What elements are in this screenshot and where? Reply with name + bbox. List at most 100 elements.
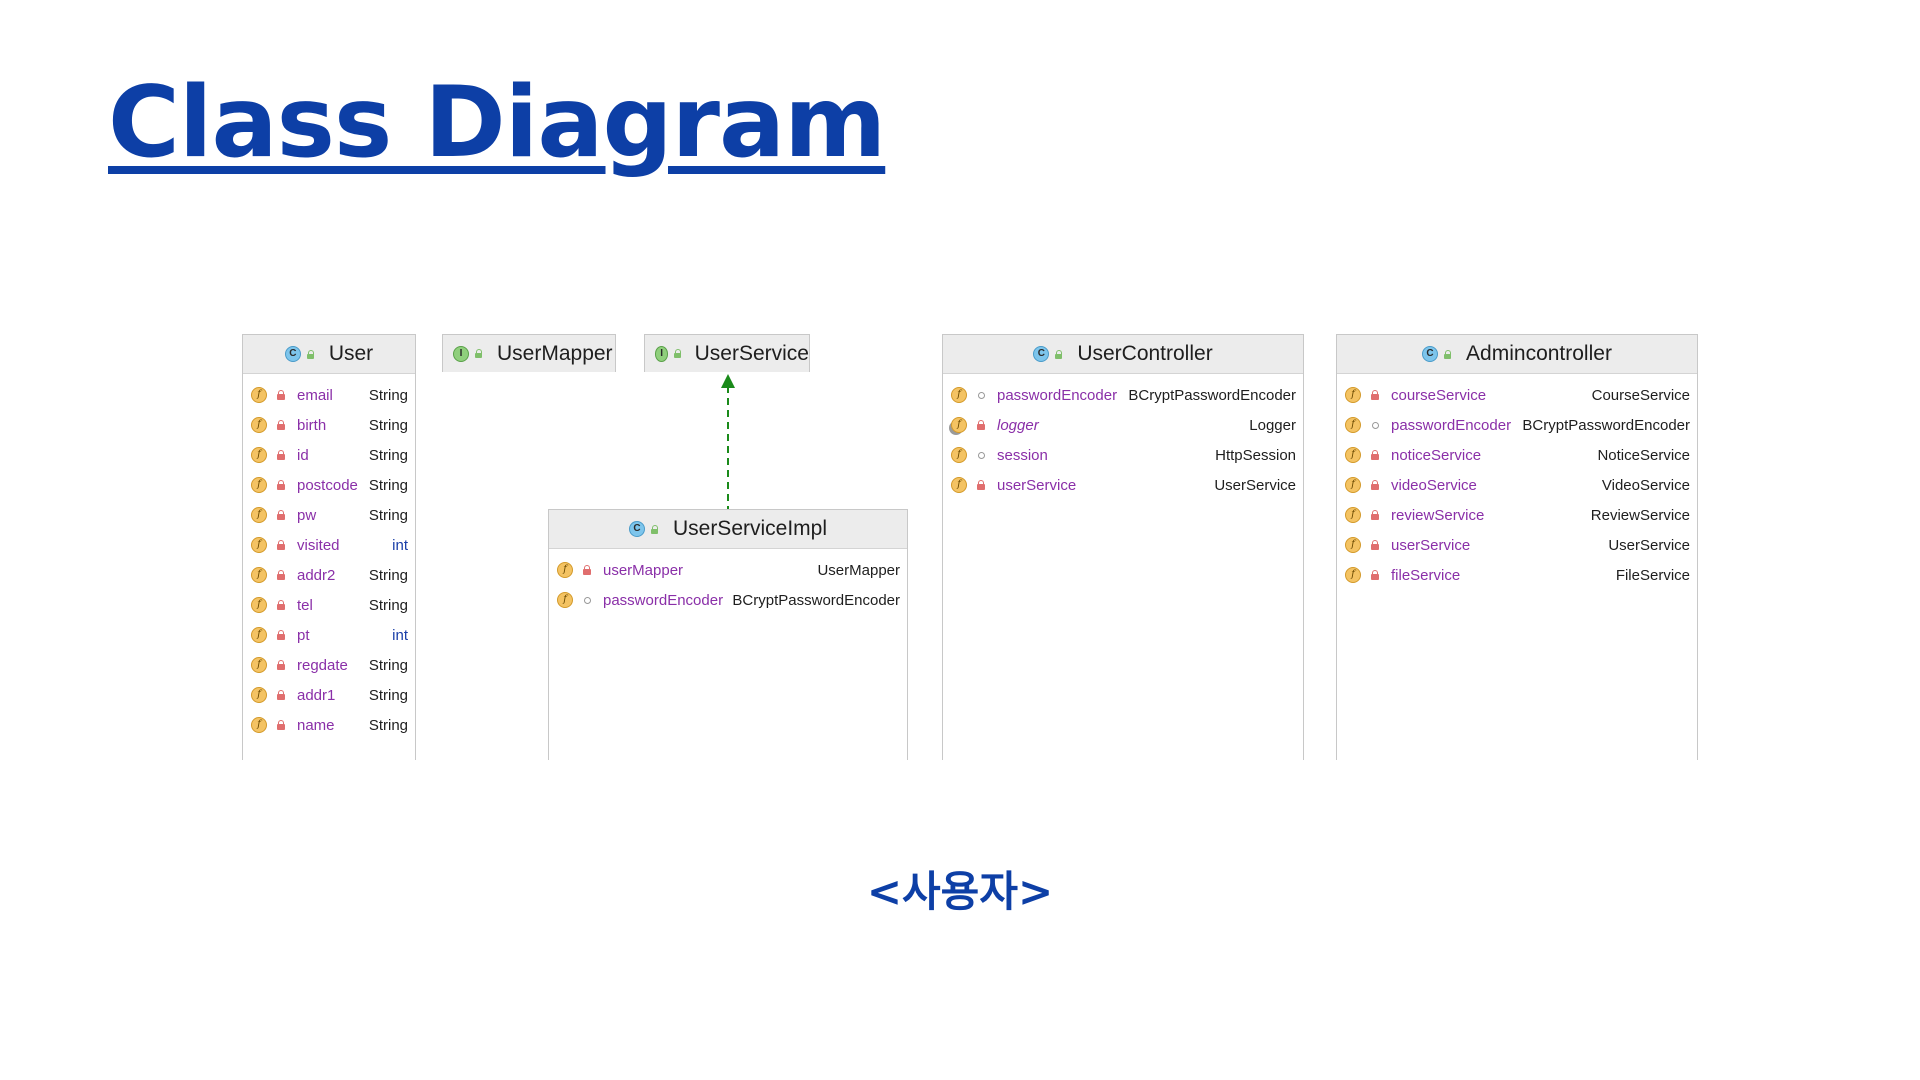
- field-type: String: [368, 716, 408, 734]
- field-icon: f: [1345, 417, 1361, 433]
- field-name: fileService: [1391, 566, 1461, 584]
- private-lock-icon: [975, 418, 987, 432]
- private-lock-icon: [275, 538, 287, 552]
- field-name: userService: [1391, 536, 1471, 554]
- interface-name: UserMapper: [497, 341, 613, 365]
- private-lock-icon: [275, 658, 287, 672]
- field-name: regdate: [297, 656, 348, 674]
- field-type: String: [368, 476, 408, 494]
- class-kind-icon: C: [1422, 346, 1439, 362]
- interface-kind-icon: I: [655, 345, 669, 362]
- field-icon: f: [557, 562, 573, 578]
- field-type: BCryptPasswordEncoder: [732, 591, 900, 609]
- class-name: UserServiceImpl: [672, 517, 828, 540]
- field-row: f videoService VideoService: [1337, 470, 1697, 500]
- class-header-userserviceimpl: C UserServiceImpl: [549, 509, 907, 549]
- field-type: BCryptPasswordEncoder: [1128, 386, 1296, 404]
- field-type: String: [368, 686, 408, 704]
- private-lock-icon: [275, 478, 287, 492]
- field-type: String: [368, 506, 408, 524]
- private-lock-icon: [275, 568, 287, 582]
- field-icon: f: [251, 597, 267, 613]
- interface-kind-icon: I: [453, 345, 469, 362]
- field-icon: f: [1345, 447, 1361, 463]
- interface-header-usermapper: I UserMapper: [443, 334, 615, 372]
- interface-box-usermapper: I UserMapper: [442, 334, 616, 372]
- field-type: ReviewService: [1590, 506, 1690, 524]
- field-type: VideoService: [1601, 476, 1690, 494]
- private-lock-icon: [975, 478, 987, 492]
- field-name: passwordEncoder: [1391, 416, 1512, 434]
- field-name: userMapper: [603, 561, 684, 579]
- public-icon: [673, 349, 682, 358]
- public-icon: [306, 349, 315, 359]
- static-field-icon: f: [951, 417, 967, 433]
- class-kind-icon: C: [284, 346, 301, 362]
- private-lock-icon: [1369, 568, 1381, 582]
- field-name: pt: [297, 626, 310, 644]
- class-kind-icon: C: [1033, 346, 1050, 362]
- field-name: birth: [297, 416, 327, 434]
- field-type: String: [368, 386, 408, 404]
- field-type: int: [392, 626, 408, 644]
- field-icon: f: [251, 387, 267, 403]
- interface-header-userservice: I UserService: [645, 334, 809, 372]
- field-type: CourseService: [1591, 386, 1690, 404]
- field-icon: f: [1345, 507, 1361, 523]
- field-icon: f: [251, 627, 267, 643]
- field-icon: f: [1345, 567, 1361, 583]
- field-name: noticeService: [1391, 446, 1482, 464]
- private-lock-icon: [1369, 478, 1381, 492]
- field-type: BCryptPasswordEncoder: [1522, 416, 1690, 434]
- field-type: String: [368, 416, 408, 434]
- field-row: f logger Logger: [943, 410, 1303, 440]
- class-header-admincontroller: C Admincontroller: [1337, 334, 1697, 374]
- private-lock-icon: [1369, 388, 1381, 402]
- field-type: Logger: [1249, 416, 1296, 434]
- field-name: logger: [997, 416, 1039, 434]
- field-icon: f: [251, 477, 267, 493]
- field-type: HttpSession: [1215, 446, 1296, 464]
- field-icon: f: [251, 537, 267, 553]
- field-icon: f: [951, 387, 967, 403]
- field-name: videoService: [1391, 476, 1477, 494]
- page-title: Class Diagram: [108, 66, 886, 180]
- field-icon: f: [1345, 477, 1361, 493]
- private-lock-icon: [275, 508, 287, 522]
- field-type: UserMapper: [817, 561, 900, 579]
- field-icon: f: [1345, 537, 1361, 553]
- private-lock-icon: [275, 628, 287, 642]
- private-lock-icon: [1369, 538, 1381, 552]
- class-header-user: C User: [243, 334, 415, 374]
- field-row: f userMapper UserMapper: [549, 555, 907, 585]
- private-lock-icon: [275, 598, 287, 612]
- implements-arrow-head: [721, 374, 735, 388]
- field-icon: f: [951, 447, 967, 463]
- field-type: String: [368, 656, 408, 674]
- class-kind-icon: C: [628, 521, 645, 537]
- field-icon: f: [951, 477, 967, 493]
- field-name: id: [297, 446, 309, 464]
- class-name: UserController: [1077, 342, 1213, 365]
- public-icon: [1443, 349, 1452, 359]
- field-name: pw: [297, 506, 317, 524]
- private-lock-icon: [275, 418, 287, 432]
- interface-name: UserService: [694, 341, 809, 365]
- field-type: String: [368, 596, 408, 614]
